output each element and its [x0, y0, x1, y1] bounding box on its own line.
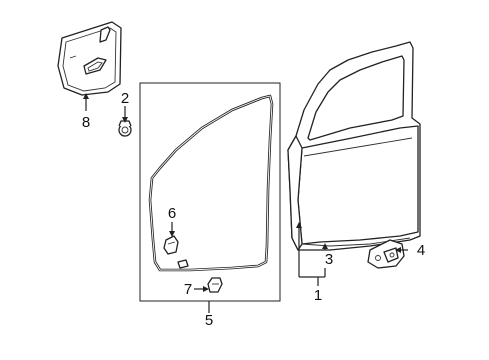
callout-1-label: 1: [314, 287, 322, 304]
callout-4: 4: [395, 242, 425, 259]
callout-2: 2: [121, 90, 129, 123]
door-trim-panel: [57, 21, 122, 96]
door-hinge-4: [367, 239, 405, 269]
callout-4-label: 4: [417, 242, 425, 259]
door-shell: [287, 41, 421, 251]
callout-8: 8: [82, 93, 90, 131]
callout-7: 7: [184, 281, 209, 298]
retainer-clip-7: [207, 277, 223, 293]
callout-6: 6: [168, 205, 176, 237]
callout-7-label: 7: [184, 281, 192, 298]
callout-5: 5: [205, 301, 213, 329]
callout-5-label: 5: [205, 312, 213, 329]
callout-6-label: 6: [168, 205, 176, 222]
callout-1: 1: [296, 222, 326, 304]
callout-2-label: 2: [121, 90, 129, 107]
callout-3: 3: [322, 243, 333, 268]
clip-part-2: [118, 120, 132, 137]
weatherstrip-box: [139, 82, 281, 302]
callout-3-label: 3: [325, 251, 333, 268]
callout-8-label: 8: [82, 114, 90, 131]
